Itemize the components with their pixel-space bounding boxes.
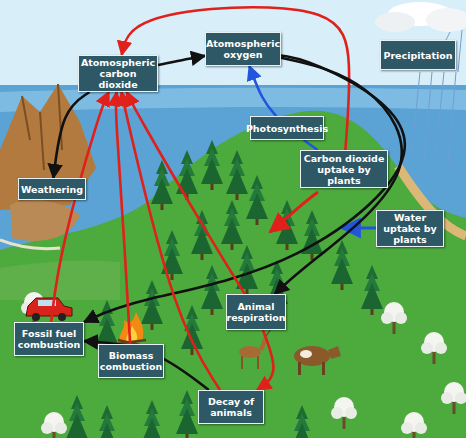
shore-foam — [0, 240, 60, 249]
illustration-part — [291, 405, 313, 438]
cloud — [375, 2, 466, 32]
mountain — [0, 84, 96, 210]
illustration-part — [201, 140, 223, 190]
illustration-part — [436, 72, 444, 150]
illustration-part — [141, 280, 163, 330]
label-box: Animal respiration — [226, 294, 286, 330]
flow-arrow — [127, 92, 245, 294]
illustration-part — [151, 160, 173, 210]
box-label: Carbon dioxide uptake by plants — [303, 153, 385, 186]
flow-arrow — [84, 341, 209, 390]
flow-arrow — [84, 55, 405, 322]
illustration-part — [96, 405, 118, 438]
illustration-part — [424, 72, 432, 160]
illustration-part — [241, 356, 243, 369]
illustration-part — [181, 305, 203, 355]
illustration-part — [301, 210, 323, 260]
illustration-part — [458, 30, 462, 72]
label-box: Atomospheric carbon dioxide — [78, 55, 158, 92]
box-label: Water uptake by plants — [379, 212, 441, 245]
illustration-part — [298, 362, 301, 375]
flow-arrow — [158, 56, 205, 65]
illustration-part — [446, 32, 450, 40]
illustration-part — [426, 8, 466, 32]
label-box: Fossil fuel combustion — [14, 322, 84, 356]
illustration-part — [141, 400, 163, 438]
land — [0, 111, 466, 438]
label-box: Carbon dioxide uptake by plants — [300, 150, 388, 188]
deer — [239, 328, 271, 369]
label-box: Decay of animals — [198, 390, 264, 424]
box-label: Weathering — [21, 184, 83, 195]
illustration-part — [361, 265, 383, 315]
illustration-part — [58, 313, 66, 321]
label-box: Biomass combustion — [98, 344, 164, 378]
illustration-part — [300, 350, 312, 358]
illustration-part — [401, 412, 427, 438]
box-label: Fossil fuel combustion — [17, 328, 81, 350]
illustration-part — [328, 346, 341, 359]
blossom-trees — [21, 292, 466, 438]
label-box: Precipitation — [380, 40, 456, 70]
label-box: Water uptake by plants — [376, 210, 444, 247]
illustration-part — [41, 412, 67, 438]
illustration-part — [120, 312, 144, 342]
fire — [116, 312, 146, 346]
illustration-part — [448, 72, 456, 165]
cow — [294, 346, 341, 375]
carbon-uptake-arrow — [270, 192, 318, 232]
box-label: Photosynthesis — [246, 123, 328, 134]
flow-arrow — [116, 92, 130, 344]
illustration-part — [191, 210, 213, 260]
label-box: Atomospheric oxygen — [205, 32, 281, 66]
illustration-part — [381, 302, 407, 334]
illustration-part — [176, 390, 198, 438]
illustration-part — [38, 300, 56, 306]
label-box: Weathering — [18, 178, 86, 200]
illustration-part — [257, 356, 259, 369]
label-box: Photosynthesis — [250, 116, 324, 140]
rocks — [10, 200, 80, 241]
illustration-part — [259, 336, 268, 351]
illustration-part — [375, 12, 415, 32]
illustration-part — [236, 245, 258, 295]
box-label: Animal respiration — [226, 301, 285, 323]
water-uptake-arrow — [342, 227, 376, 230]
illustration-part — [66, 395, 88, 438]
flow-arrow — [249, 66, 276, 116]
illustration-part — [246, 175, 268, 225]
illustration-part — [331, 397, 357, 429]
illustration-part — [176, 150, 198, 200]
flow-arrow — [275, 58, 402, 294]
illustration-part — [161, 230, 183, 280]
box-label: Atomospheric oxygen — [206, 38, 280, 60]
box-label: Decay of animals — [201, 396, 261, 418]
illustration-part — [331, 240, 353, 290]
illustration-part — [96, 300, 118, 350]
illustration-part — [412, 72, 420, 150]
flow-arrow — [51, 92, 109, 322]
flow-arrow — [304, 140, 318, 150]
illustration-part — [26, 298, 72, 316]
illustration-part — [32, 313, 40, 321]
flow-arrow — [53, 92, 89, 178]
car — [26, 298, 72, 321]
box-label: Atomospheric carbon dioxide — [81, 57, 155, 90]
box-label: Precipitation — [383, 50, 452, 61]
mountain-ridge — [22, 84, 62, 170]
illustration-part — [226, 150, 248, 200]
meadow — [0, 260, 120, 300]
illustration-part — [126, 326, 137, 342]
illustration-part — [201, 265, 223, 315]
box-label: Biomass combustion — [100, 350, 162, 372]
illustration-part — [322, 362, 325, 375]
illustration-part — [441, 382, 466, 414]
illustration-part — [421, 332, 447, 364]
illustration-part — [221, 200, 243, 250]
flow-arrow — [257, 330, 273, 390]
